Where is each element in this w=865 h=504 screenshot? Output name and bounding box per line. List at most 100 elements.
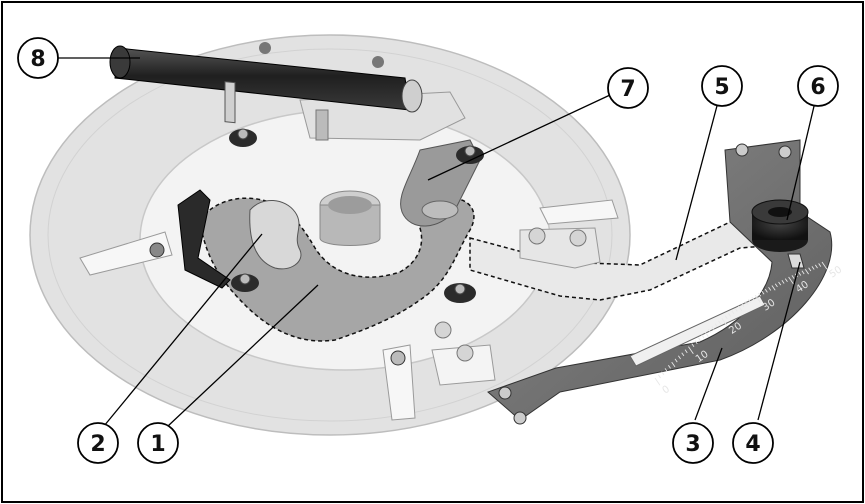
- scale-tick: [774, 283, 778, 288]
- scale-ticks: [654, 261, 828, 386]
- callout-label-7: 7: [620, 77, 635, 102]
- cylinder-end-right: [401, 79, 423, 113]
- callout-8: 8: [17, 37, 59, 79]
- vane-bottom: [382, 344, 416, 421]
- scale-bolt-1: [735, 143, 749, 157]
- scale-tick: [818, 263, 822, 267]
- callout-label-8: 8: [30, 47, 45, 72]
- scale-bolt-3: [498, 386, 512, 400]
- scale-tick: [724, 315, 728, 320]
- scale-tick: [814, 264, 818, 269]
- cylinder-collar: [224, 81, 236, 124]
- pin-4: [456, 344, 474, 362]
- callout-label-6: 6: [810, 75, 825, 100]
- scale-tick: [821, 261, 828, 270]
- scale-tick: [671, 361, 676, 368]
- pin-1: [528, 227, 546, 245]
- leader-3: [694, 347, 723, 421]
- scale-tick: [788, 276, 794, 285]
- scale-tick: [694, 340, 698, 345]
- knob-hole: [768, 207, 792, 217]
- scale-tick: [791, 275, 795, 279]
- leader-7: [427, 94, 611, 181]
- bolt-bottom-vane: [390, 350, 406, 366]
- scale-tick: [698, 337, 701, 342]
- scale-tick: [768, 287, 772, 291]
- callout-label-4: 4: [745, 432, 760, 457]
- callout-label-1: 1: [150, 432, 165, 457]
- vane-right: [539, 199, 619, 225]
- scale-tick: [711, 326, 715, 330]
- scale-tick: [758, 292, 762, 297]
- callout-4: 4: [732, 422, 774, 464]
- pin-2: [569, 229, 587, 247]
- bolt-vane-left: [149, 242, 165, 258]
- scale-tick: [811, 266, 815, 270]
- callout-label-5: 5: [714, 75, 729, 100]
- scale-tick: [781, 280, 785, 284]
- scale-slot: [629, 295, 766, 367]
- leader-4: [757, 261, 801, 421]
- leader-6: [786, 101, 816, 221]
- cylinder-fitting-2: [372, 56, 384, 68]
- scale-tick: [681, 352, 685, 357]
- fastener-group: [149, 128, 587, 366]
- callout-7: 7: [607, 67, 649, 109]
- scale-tick: [771, 285, 776, 291]
- scale-tick: [654, 377, 661, 386]
- scale-tick: [667, 364, 671, 369]
- scale-tick: [657, 374, 661, 379]
- scale-tick: [734, 308, 738, 312]
- scale-tick: [761, 290, 765, 295]
- scale-tick: [738, 305, 743, 312]
- vane-left: [79, 231, 173, 276]
- scale-tick: [731, 310, 735, 315]
- scale-tick: [704, 331, 709, 337]
- callout-3: 3: [672, 422, 714, 464]
- scale-tick: [801, 270, 805, 275]
- callout-2: 2: [77, 422, 119, 464]
- scale-tick: [804, 269, 809, 275]
- dosing-opening: [249, 200, 302, 270]
- scale-bolt-2: [778, 145, 792, 159]
- lever-pivot: [421, 200, 459, 220]
- scale-tick: [764, 288, 768, 293]
- scale-tick: [748, 299, 752, 303]
- scale-tick: [661, 371, 665, 376]
- hub-inner: [328, 196, 372, 214]
- scale-tick: [721, 318, 728, 326]
- mount-post: [315, 109, 329, 141]
- callout-1: 1: [137, 422, 179, 464]
- scale-tick: [784, 278, 788, 283]
- scale-arm: [487, 139, 833, 421]
- scale-bolt-4: [513, 411, 527, 425]
- scale-tick: [691, 343, 695, 348]
- scale-label: 0: [661, 384, 672, 397]
- hydraulic-cylinder: [109, 42, 423, 124]
- guide-bracket-left: [177, 189, 231, 289]
- scale-tick: [744, 301, 748, 305]
- cylinder-fitting: [259, 42, 271, 54]
- scale-tick: [714, 323, 718, 328]
- scale-tick: [798, 272, 802, 276]
- leader-lines: [58, 57, 816, 427]
- top-mount-bracket: [299, 91, 466, 141]
- scale-tick: [708, 328, 712, 333]
- scale-tick: [684, 349, 688, 354]
- scale-tick: [701, 334, 705, 339]
- hub-body: [319, 204, 381, 246]
- scale-tick: [741, 303, 745, 308]
- scale-tick: [808, 267, 812, 272]
- leader-5: [675, 101, 719, 261]
- leader-1: [167, 284, 319, 427]
- leader-2: [103, 233, 263, 427]
- scale-tick: [674, 358, 678, 363]
- scale-tick: [678, 355, 681, 360]
- scale-tick: [778, 281, 782, 286]
- callout-label-2: 2: [90, 432, 105, 457]
- scale-tick: [728, 312, 732, 317]
- scale-tick: [754, 294, 761, 303]
- callout-6: 6: [797, 65, 839, 107]
